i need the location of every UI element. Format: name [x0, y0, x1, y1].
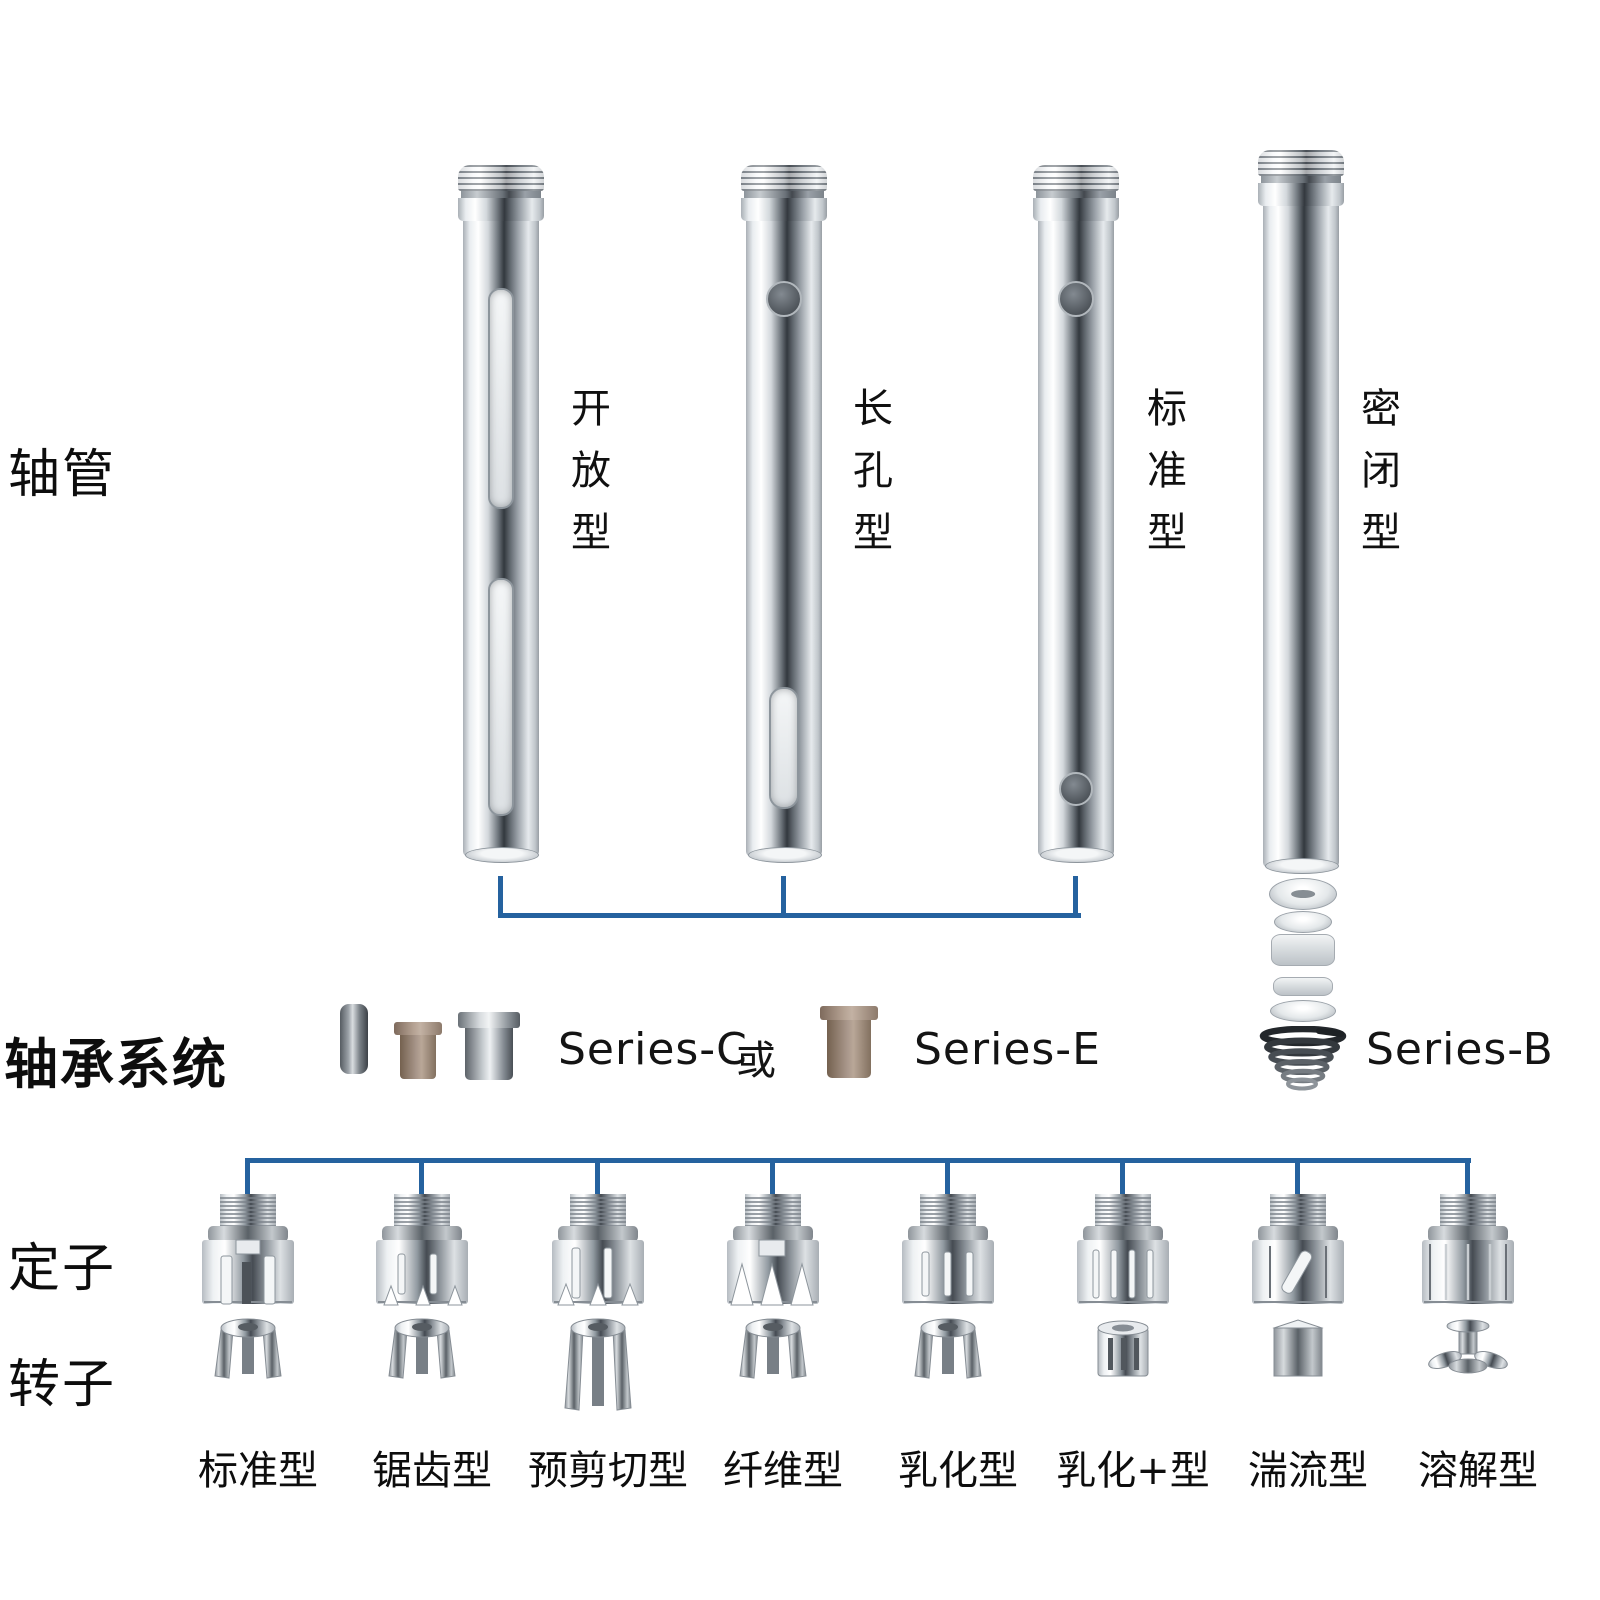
- tube-round-hole: [766, 281, 802, 317]
- stator-figure-solid: [1410, 1192, 1526, 1310]
- stator-figure-teeth: [715, 1192, 831, 1310]
- rotor-figure-crown: [1083, 1316, 1163, 1416]
- shaft-tube-open: [458, 165, 544, 863]
- rotor-figure-claw: [908, 1316, 988, 1416]
- bracket-line: [1073, 876, 1078, 918]
- conical-spring: [1257, 1025, 1349, 1096]
- tube-long-hole: [769, 687, 799, 809]
- o-ring-large: [1269, 878, 1337, 910]
- seal-washer-thick: [1271, 934, 1335, 966]
- section-label-rotor: 转子: [8, 1355, 117, 1415]
- o-ring-medium: [1274, 911, 1332, 933]
- column-label-turbulent: 湍流型: [1248, 1448, 1368, 1494]
- column-label-emulsify-plus: 乳化+型: [1056, 1448, 1210, 1494]
- column-label-dissolve: 溶解型: [1418, 1448, 1538, 1494]
- bracket-line: [945, 1158, 950, 1198]
- bracket-line: [1465, 1158, 1470, 1198]
- rotor-figure-cube: [1258, 1316, 1338, 1416]
- tube-label-sealed: 密闭型: [1361, 386, 1401, 556]
- tube-round-hole-bottom: [1059, 772, 1093, 806]
- series-c-label: Series-C: [558, 1024, 748, 1075]
- column-label-fiber: 纤维型: [723, 1448, 843, 1494]
- bracket-line: [419, 1158, 424, 1198]
- tube-cap: [458, 165, 544, 191]
- or-label: 或: [736, 1038, 776, 1084]
- rotor-figure-claw: [208, 1316, 288, 1416]
- tube-open-slot-lower: [488, 578, 514, 816]
- series-b-label: Series-B: [1366, 1024, 1554, 1075]
- bracket-line: [245, 1158, 250, 1198]
- column-label-preshear: 预剪切型: [528, 1448, 688, 1494]
- stator-figure-sawtooth-slot: [540, 1192, 656, 1310]
- o-ring-flat: [1270, 1000, 1336, 1022]
- stator-figure-slots-fine: [1065, 1192, 1181, 1310]
- stator-figure-prong: [190, 1192, 306, 1310]
- series-e-label: Series-E: [914, 1024, 1101, 1075]
- bracket-line: [781, 876, 786, 918]
- shaft-tube-sealed: [1258, 150, 1344, 874]
- shaft-tube-standard: [1033, 165, 1119, 863]
- rotor-figure-claw: [382, 1316, 462, 1416]
- bracket-line: [1295, 1158, 1300, 1198]
- column-label-standard: 标准型: [198, 1448, 318, 1494]
- tube-open-slot-upper: [488, 288, 514, 509]
- shaft-tube-long-hole: [741, 165, 827, 863]
- bracket-line: [245, 1158, 1471, 1163]
- bracket-line: [498, 913, 1081, 918]
- tube-label-open: 开放型: [571, 386, 611, 556]
- bracket-line: [1120, 1158, 1125, 1198]
- stator-figure-slots: [890, 1192, 1006, 1310]
- rotor-figure-claw: [733, 1316, 813, 1416]
- column-label-emulsify: 乳化型: [898, 1448, 1018, 1494]
- rotor-figure-impeller: [1428, 1316, 1508, 1416]
- section-label-shaft-tube: 轴管: [8, 445, 117, 505]
- bracket-line: [498, 876, 503, 918]
- bearing-pin: [340, 1004, 368, 1074]
- stator-figure-spiral: [1240, 1192, 1356, 1310]
- bracket-line: [595, 1158, 600, 1198]
- rotor-figure-claw-tall: [558, 1316, 638, 1416]
- column-label-sawtooth: 锯齿型: [372, 1448, 492, 1494]
- bracket-line: [770, 1158, 775, 1198]
- stator-figure-sawtooth: [364, 1192, 480, 1310]
- tube-label-standard: 标准型: [1147, 386, 1187, 556]
- tube-round-hole-top: [1058, 281, 1094, 317]
- section-label-stator: 定子: [8, 1239, 117, 1299]
- seal-washer-thin: [1273, 977, 1333, 996]
- tube-label-long-hole: 长孔型: [853, 386, 893, 556]
- section-label-bearing-system: 轴承系统: [4, 1033, 228, 1096]
